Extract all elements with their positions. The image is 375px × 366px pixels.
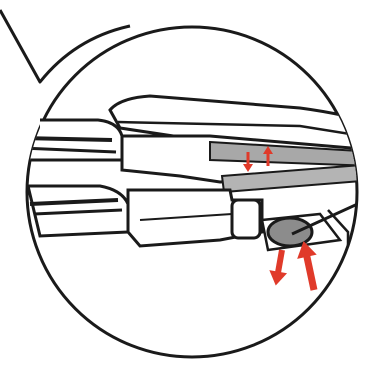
upper-jaw-ridge-1: [20, 138, 112, 140]
lever-post: [232, 200, 260, 238]
roller: [268, 218, 312, 246]
